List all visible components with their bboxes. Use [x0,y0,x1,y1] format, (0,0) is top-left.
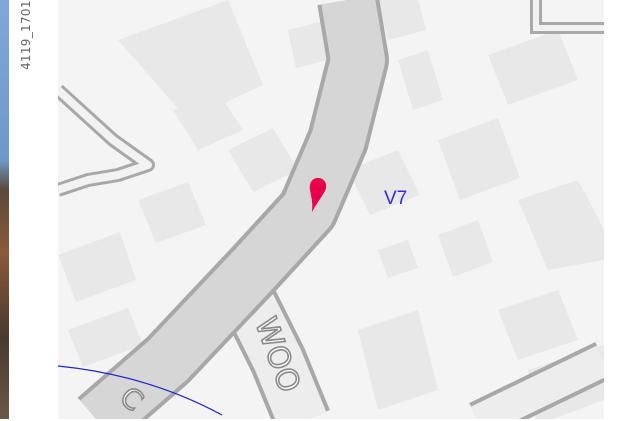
image-id-label: 4119_1701 [19,0,33,70]
boundary-line [58,365,223,416]
building [438,220,493,277]
building [58,232,136,302]
building [348,150,420,215]
building [173,92,243,150]
map-view[interactable]: WOO C V7 [58,0,604,421]
building [488,30,578,105]
building [68,308,143,367]
side-road [58,87,152,194]
building [398,50,443,110]
building [358,310,438,410]
map-pin-icon[interactable] [309,178,327,212]
marker-label: V7 [384,188,408,209]
building [438,118,520,200]
building [518,180,604,270]
lower-street [225,288,327,421]
building [378,240,418,278]
building [378,0,426,40]
map-canvas[interactable]: WOO C [58,0,604,421]
corner-road [533,0,604,31]
bottom-edge [0,419,620,421]
main-road [80,0,385,421]
building [288,22,328,68]
building [498,290,578,360]
building [216,24,240,80]
building [138,182,206,243]
building [228,128,298,192]
right-street [471,345,604,421]
photo-thumbnail-edge [0,0,9,421]
